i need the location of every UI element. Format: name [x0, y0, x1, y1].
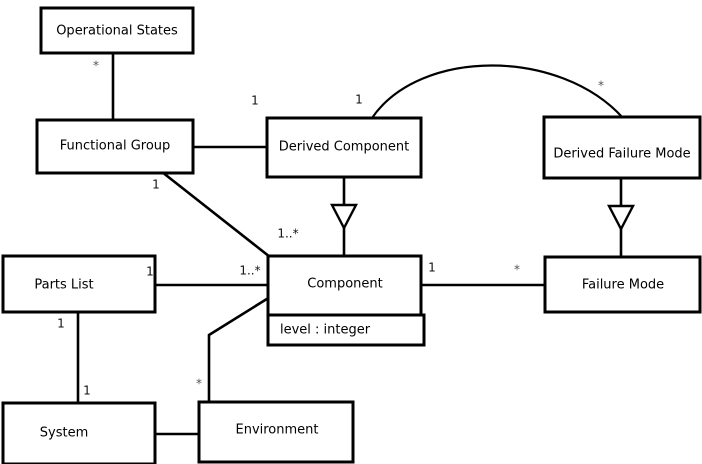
class-box-component[interactable]: [266, 254, 423, 317]
connector-derived-component-derived-failure-mode: [371, 64, 624, 119]
class-name-functional-group: Functional Group: [60, 139, 171, 154]
multiplicity-layer: * 1 1 1..* 1 1..* 1 1 1 * * 1 *: [57, 59, 604, 398]
multiplicity-operational-states-star: *: [93, 59, 99, 73]
multiplicity-derived-component-arc-1: 1: [355, 93, 363, 107]
class-name-component: Component: [307, 277, 382, 292]
class-failure-mode[interactable]: Failure Mode: [543, 255, 702, 314]
multiplicity-parts-list-system-top-1: 1: [57, 317, 65, 331]
class-box-system[interactable]: [1, 401, 157, 464]
class-box-operational-states[interactable]: [39, 6, 195, 55]
multiplicity-component-environment-star: *: [196, 377, 202, 391]
class-name-system: System: [40, 426, 88, 441]
class-derived-failure-mode[interactable]: Derived Failure Mode: [542, 115, 702, 180]
class-name-environment: Environment: [235, 423, 318, 438]
generalization-arrow-derived-failure-mode-failure-mode: [607, 204, 635, 232]
class-box-derived-component[interactable]: [265, 116, 423, 179]
class-name-operational-states: Operational States: [56, 24, 178, 39]
multiplicity-component-failure-mode-star: *: [514, 263, 520, 277]
multiplicity-parts-list-component-1n: 1..*: [239, 264, 260, 278]
class-component[interactable]: Component level : integer: [266, 254, 426, 347]
class-derived-component[interactable]: Derived Component: [265, 116, 423, 179]
multiplicity-functional-group-component-1: 1: [152, 178, 160, 192]
multiplicity-derived-failure-mode-arc-star: *: [598, 79, 604, 93]
class-operational-states[interactable]: Operational States: [39, 6, 195, 55]
connector-layer: [76, 53, 635, 436]
multiplicity-component-failure-mode-1: 1: [428, 261, 436, 275]
class-box-failure-mode[interactable]: [543, 255, 702, 314]
class-box-functional-group[interactable]: [35, 118, 195, 175]
multiplicity-parts-list-component-1: 1: [146, 265, 154, 279]
class-attribute-component-level: level : integer: [280, 323, 371, 338]
class-name-failure-mode: Failure Mode: [582, 278, 664, 293]
class-name-derived-failure-mode: Derived Failure Mode: [553, 147, 690, 162]
generalization-arrow-derived-component-component: [330, 203, 358, 231]
class-name-parts-list: Parts List: [34, 278, 93, 293]
class-system[interactable]: System: [1, 401, 157, 464]
class-layer: Operational States Functional Group Deri…: [1, 6, 702, 464]
multiplicity-functional-group-derived-component-1: 1: [251, 94, 259, 108]
class-environment[interactable]: Environment: [197, 400, 355, 464]
class-name-derived-component: Derived Component: [279, 140, 410, 155]
class-attribute-compartment-component[interactable]: [266, 313, 426, 347]
class-functional-group[interactable]: Functional Group: [35, 118, 195, 175]
class-box-parts-list[interactable]: [1, 254, 157, 314]
class-box-environment[interactable]: [197, 400, 355, 464]
class-parts-list[interactable]: Parts List: [1, 254, 157, 314]
class-box-derived-failure-mode[interactable]: [542, 115, 702, 180]
connector-component-environment: [207, 295, 271, 402]
connector-functional-group-component: [161, 170, 271, 259]
multiplicity-parts-list-system-bottom-1: 1: [83, 384, 91, 398]
multiplicity-functional-group-component-1n: 1..*: [277, 227, 298, 241]
